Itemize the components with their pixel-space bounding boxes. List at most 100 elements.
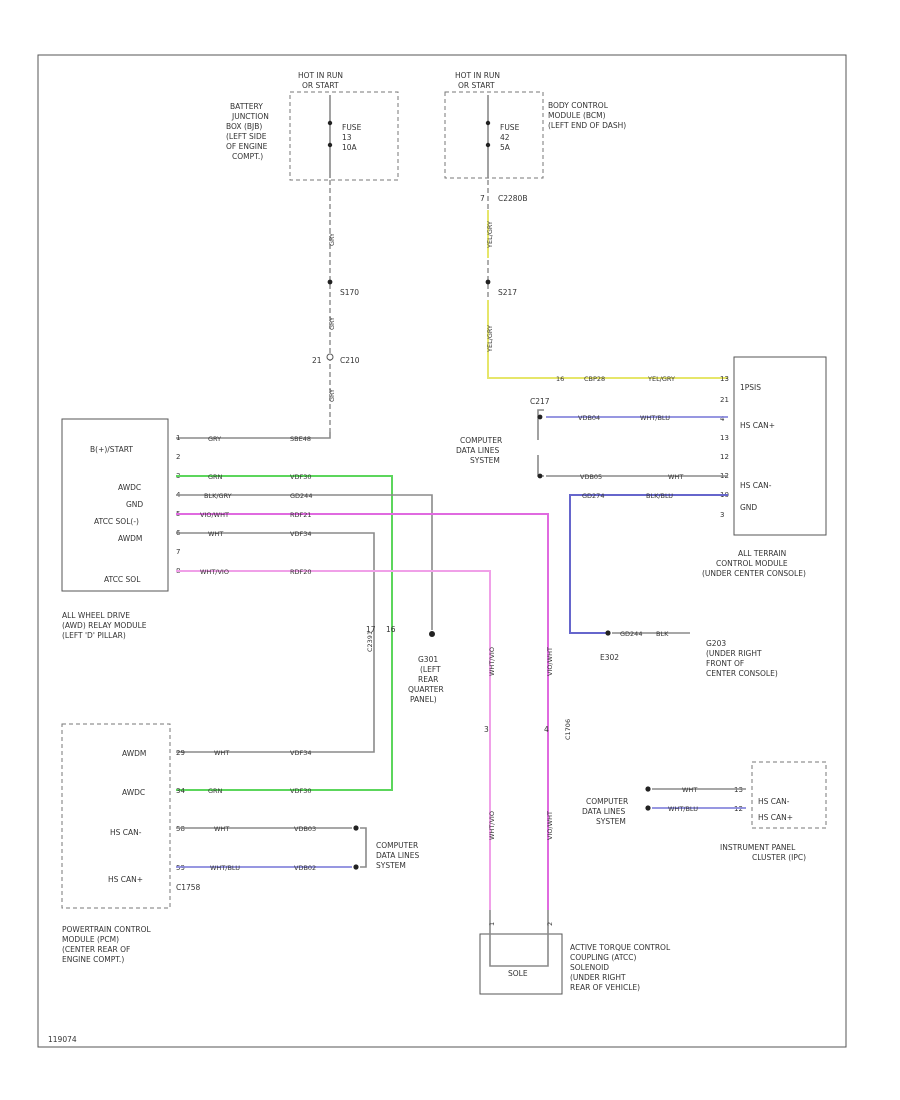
c210-connector [326,353,334,361]
ipc-can-minus-dot [645,786,651,792]
bjb-caption-4: (LEFT SIDE [226,132,267,141]
powertrain-control-module: AWDM 29 WHT VDF34 AWDC 34 GRN VDF30 HS C… [61,723,419,964]
power-source-bcm: HOT IN RUN OR START FUSE 42 5A BODY CONT… [444,71,626,179]
cdls-1-l3: SYSTEM [470,456,500,465]
awd-pin-2-num: 2 [176,453,180,461]
gry-label-2: GRY [328,317,336,330]
c1706-pcm-label: C1758 [176,883,201,892]
gry-label-3: GRY [328,389,336,402]
rdf20-label: RDF20 [290,568,312,576]
bjb-caption-2: JUNCTION [231,112,269,121]
gry-feed: GRY S170 GRY 21 C210 GRY GRY SBE48 [176,180,360,443]
blk-grn-label: BLK [656,630,669,638]
bjb-caption-3: BOX (BJB) [226,122,262,131]
g301-caption-3: REAR [418,675,438,684]
vdb03-label: VDB03 [294,825,316,833]
atcc-coil [489,910,549,967]
wht-label-1: WHT [208,530,223,538]
vio-wht-v-label-2: VIO/WHT [546,811,554,840]
vio-wht-label: VIO/WHT [200,511,229,519]
atcm-pin-1-name: 1PSIS [740,383,761,392]
g301-caption-5: PANEL) [410,695,437,704]
ipc-pin-2-num: 12 [734,805,743,813]
mag-conn-pin: 4 [544,725,549,734]
diagram-footer-code: 119074 [48,1035,77,1044]
c2391-label: C2391 [366,631,374,652]
gnd-blk-gry-wire [176,494,433,630]
blk-gry-label: BLK/GRY [204,492,232,500]
atcc-caption-2: COUPLING (ATCC) [570,953,636,962]
vdf30-label-2: VDF30 [290,787,311,795]
awd-caption-2: (AWD) RELAY MODULE [62,621,147,630]
bcm-caption-3: (LEFT END OF DASH) [548,121,626,130]
hot2-label-l2: OR START [458,81,495,90]
pcm-pin-4-num: 59 [176,864,185,872]
hot1-label-l1: HOT IN RUN [298,71,343,80]
vio-wht-v-label-1: VIO/WHT [546,647,554,676]
atcm-pin-5-num: 12 [720,453,729,461]
c2391-pin-b: 16 [386,625,396,634]
atcm-caption-3: (UNDER CENTER CONSOLE) [702,569,806,578]
g301-caption-1: G301 [418,655,438,664]
c1706-label: E302 [600,653,619,662]
awd-wires: GRN VDF30 BLK/GRY GD244 G301 (LEFT REAR … [176,473,572,910]
awd-caption-1: ALL WHEEL DRIVE [62,611,130,620]
bjb-caption-5: OF ENGINE [226,142,268,151]
blk-blu-label: BLK/BLU [646,492,673,500]
awd-pin-3-name: AWDC [118,483,141,492]
pcm-box [61,723,171,909]
cbp28-label: CBP28 [584,375,605,383]
atcm-pin-1-num: 13 [720,375,729,383]
yel-gry-to-atcm [487,300,728,379]
hot1-label-l2: OR START [302,81,339,90]
awd-pin-1-num: 1 [176,434,180,442]
pcm-caption-2: MODULE (PCM) [62,935,119,944]
s170-label: S170 [340,288,359,297]
atcm-pin-3-num: 4 [720,415,725,423]
atcm-pin-3-name: HS CAN+ [740,421,775,430]
wht-vio-v-label-2: WHT/VIO [488,811,496,840]
pcm-cdls-bracket [360,827,367,868]
atcc-caption-5: REAR OF VEHICLE) [570,983,640,992]
atcc-box [479,933,563,995]
pcm-caption-1: POWERTRAIN CONTROL [62,925,152,934]
gry-feed-to-awd [176,432,331,439]
awd-pin-6-name: AWDM [118,534,142,543]
cdls-3-l2: DATA LINES [582,807,625,816]
pcm-can-plus-dot [353,864,359,870]
c2280b-pin: 7 [480,194,485,203]
yel-gry-label-2: YEL/GRY [486,325,494,353]
awd-pin-5-name: ATCC SOL(-) [94,517,139,526]
fuse42-top-dot [485,120,491,126]
pcm-pin-4-name: HS CAN+ [108,875,143,884]
bcm-caption-1: BODY CONTROL [548,101,609,110]
awd-pin-1-name: B(+)/START [90,445,133,454]
gd244-label: GD244 [290,492,312,500]
fuse42-bottom-dot [485,142,491,148]
g301-caption-4: QUARTER [408,685,444,694]
fuse42-l1: FUSE [500,123,520,132]
awdc-grn-wire [176,475,393,791]
yel-gry-circuit: 7 C2280B YEL/GRY S217 YEL/GRY 16 CBP28 Y… [480,180,728,383]
wht-blu-label-2: WHT/BLU [210,864,240,872]
fuse13-top-dot [327,120,333,126]
diagram-frame [37,54,847,1048]
wht-label-4: WHT [682,786,697,794]
grn-label-2: GRN [208,787,223,795]
bcm-box [444,91,544,179]
sbe48-label: SBE48 [290,435,311,443]
vdb02-label: VDB02 [294,864,316,872]
cdls-2-l1: COMPUTER [376,841,418,850]
atcm-pin-5-name: HS CAN- [740,481,772,490]
ipc-caption-1: INSTRUMENT PANEL [720,843,796,852]
yel-gry-label-1: YEL/GRY [486,221,494,249]
bjb-caption-1: BATTERY [230,102,263,111]
atcm-caption-2: CONTROL MODULE [716,559,788,568]
atcc-sol-neg-wire [176,513,549,910]
c210-pin: 21 [312,356,322,365]
atcm-pin-6-num: 3 [720,511,724,519]
wht-vio-label: WHT/VIO [200,568,229,576]
s217-label: S217 [498,288,517,297]
cdls-2-l2: DATA LINES [376,851,419,860]
